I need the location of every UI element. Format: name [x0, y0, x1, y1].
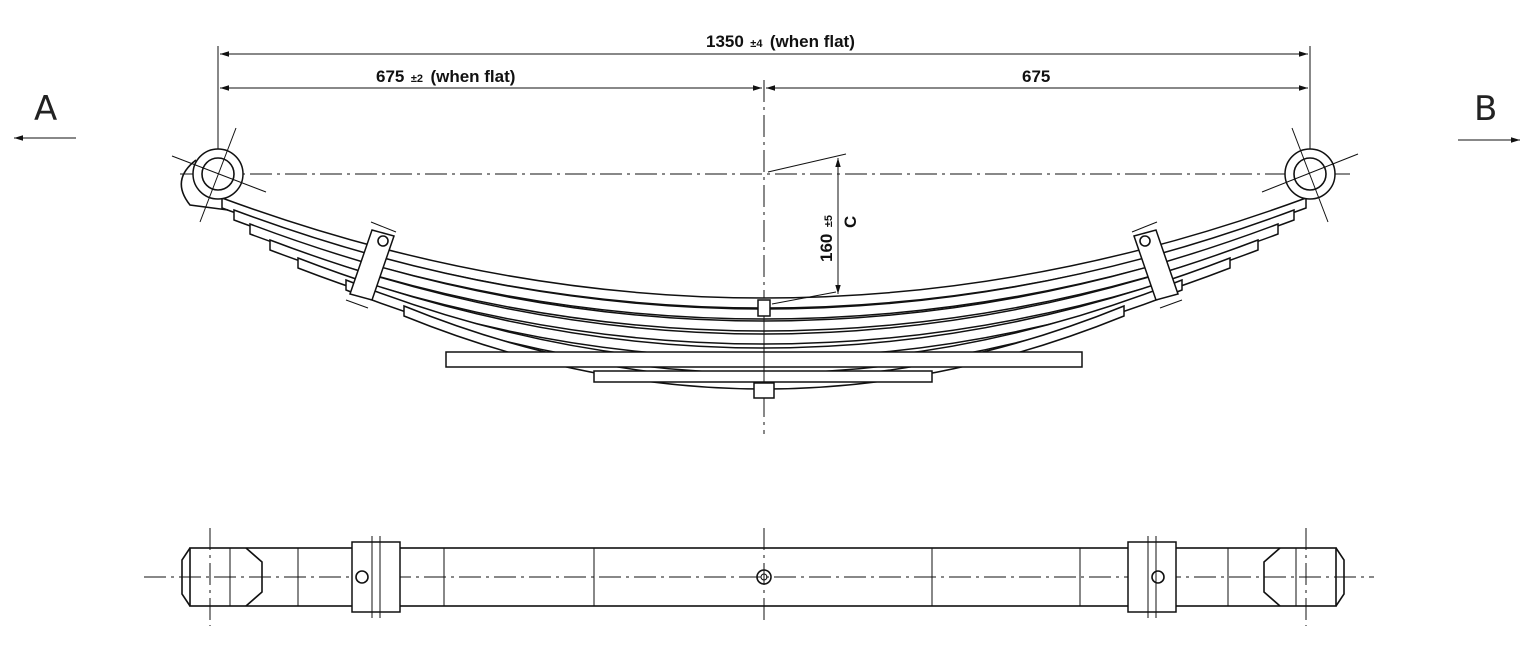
top-left-clip [351, 536, 401, 618]
left-taper [245, 547, 263, 607]
left-rebound-clip [345, 221, 397, 309]
dimension-camber: 160 ±5 C [767, 153, 860, 305]
right-taper [1263, 547, 1281, 607]
spring-body-outline [189, 547, 1337, 607]
camber-label: C [841, 216, 860, 228]
left-eye [171, 127, 267, 223]
right-clip-bolt-icon [1139, 235, 1151, 247]
view-marker-b: B [1458, 89, 1520, 143]
view-marker-a: A [14, 89, 76, 141]
svg-text:1350 ±4 (when flat: 1350 ±4 (when flat) [706, 32, 855, 51]
svg-text:160 ±5: 160 ±5 [817, 215, 836, 262]
top-center-bolt-icon [756, 569, 772, 585]
view-label-a: A [34, 89, 57, 129]
top-right-clip-bolt-icon [1151, 570, 1165, 584]
left-half-value: 675 [376, 67, 404, 86]
right-rebound-clip [1131, 221, 1183, 309]
camber-value: 160 [817, 234, 836, 262]
spring-side-view: 160 ±5 C [171, 80, 1359, 434]
overall-length-tolerance: ±4 [750, 38, 763, 50]
left-half-tolerance: ±2 [411, 73, 423, 85]
helper-leaf-2 [593, 370, 933, 383]
center-bolt-nut [753, 382, 775, 399]
right-eye-bore [1293, 157, 1327, 191]
leaf-2 [233, 208, 1295, 320]
overall-length-value: 1350 [706, 32, 744, 51]
dimension-left-half: 675 ±2 (when flat) [220, 67, 762, 91]
top-left-clip-bolt-icon [355, 570, 369, 584]
left-eye-bore [201, 157, 235, 191]
top-right-clip [1127, 536, 1177, 618]
spring-top-view [144, 528, 1374, 626]
right-eye [1261, 127, 1359, 223]
left-clip-bolt-icon [377, 235, 389, 247]
dimension-right-half: 675 [766, 67, 1308, 91]
left-half-note: (when flat) [430, 67, 515, 86]
overall-length-note: (when flat) [770, 32, 855, 51]
dimension-overall: 1350 ±4 (when flat) [217, 32, 1311, 170]
camber-tolerance: ±5 [823, 215, 835, 227]
leaf-4 [269, 238, 1259, 345]
leaf-5 [297, 256, 1231, 359]
svg-text:675 ±2 (when flat): 675 ±2 (when flat) [376, 67, 515, 86]
view-label-b: B [1474, 89, 1497, 129]
leaf-3 [249, 222, 1279, 332]
right-half-value: 675 [1022, 67, 1050, 86]
center-bolt-head [757, 299, 771, 317]
